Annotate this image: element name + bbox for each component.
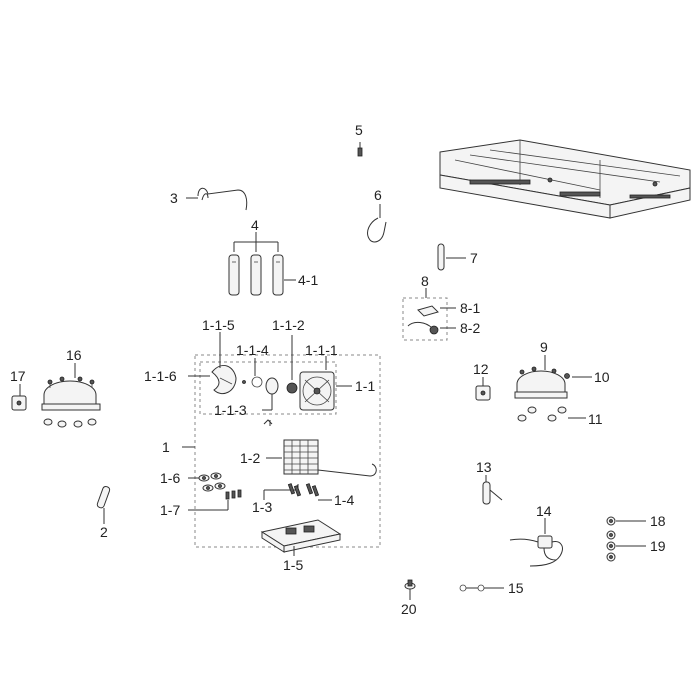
part-12-relay: [475, 377, 491, 401]
label-4-1: 4-1: [298, 272, 318, 288]
label-1: 1: [162, 439, 170, 455]
part-8-relay-group: [402, 288, 456, 341]
label-13: 13: [476, 459, 492, 475]
label-1-1-1: 1-1-1: [305, 342, 338, 358]
part-15-pipe-joint: [459, 584, 504, 592]
label-12: 12: [473, 361, 489, 377]
part-19-nuts: [606, 530, 646, 562]
label-1-3: 1-3: [252, 499, 272, 515]
label-4: 4: [251, 217, 259, 233]
part-5-screw: [357, 142, 363, 157]
part-9-compressor: [514, 355, 568, 422]
label-8: 8: [421, 273, 429, 289]
label-1-1-2: 1-1-2: [272, 317, 305, 333]
label-1-6: 1-6: [160, 470, 180, 486]
part-6-hook: [367, 204, 387, 243]
part-13-drier: [482, 475, 503, 505]
label-9: 9: [540, 339, 548, 355]
label-1-1: 1-1: [355, 378, 375, 394]
label-1-7: 1-7: [160, 502, 180, 518]
label-3: 3: [170, 190, 178, 206]
part-1-7-clips: [188, 489, 242, 511]
part-16-compressor: [41, 363, 101, 428]
label-1-1-6: 1-1-6: [144, 368, 177, 384]
label-1-5: 1-5: [283, 557, 303, 573]
label-17: 17: [10, 368, 26, 384]
label-15: 15: [508, 580, 524, 596]
part-10-bolt: [564, 373, 592, 379]
machine-compartment-tray: [439, 139, 691, 219]
part-14-valve: [509, 518, 563, 567]
label-1-1-4: 1-1-4: [236, 342, 269, 358]
part-1-3-1-4-screws: [263, 483, 332, 501]
label-19: 19: [650, 538, 666, 554]
label-20: 20: [401, 601, 417, 617]
label-2: 2: [100, 524, 108, 540]
label-7: 7: [470, 250, 478, 266]
part-4-tubes: [228, 232, 296, 296]
label-16: 16: [66, 347, 82, 363]
label-1-1-5: 1-1-5: [202, 317, 235, 333]
part-1-5-base-plate: [260, 519, 342, 556]
label-11: 11: [588, 411, 603, 427]
part-18-nut: [606, 516, 646, 526]
label-1-1-3: 1-1-3: [214, 402, 247, 418]
label-1-4: 1-4: [334, 492, 354, 508]
label-14: 14: [536, 503, 552, 519]
label-6: 6: [374, 187, 382, 203]
part-1-6-grommets: [188, 472, 226, 492]
part-1-assembly-frame: [182, 354, 381, 548]
label-1-2: 1-2: [240, 450, 260, 466]
part-17-relay: [11, 384, 27, 411]
part-7-sensor: [437, 243, 466, 271]
label-18: 18: [650, 513, 666, 529]
part-1-1-fan-subgroup: [188, 332, 352, 426]
label-8-1: 8-1: [460, 300, 480, 316]
label-10: 10: [594, 369, 610, 385]
part-20-cap: [404, 579, 416, 600]
part-3-pipe: [186, 187, 248, 211]
label-8-2: 8-2: [460, 320, 480, 336]
label-5: 5: [355, 122, 363, 138]
part-2-pin: [96, 485, 111, 524]
part-1-2-condenser: [266, 439, 377, 477]
